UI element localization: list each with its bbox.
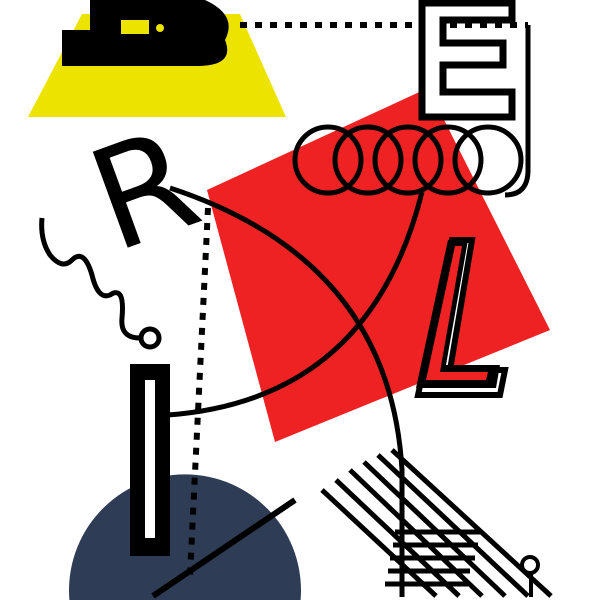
red-square [207,88,550,442]
arc-from-r [169,185,405,597]
small-circle [520,555,540,575]
dotted-line-vertical [187,207,211,576]
letter-e: E [418,0,516,121]
squiggle-end-circle [138,326,162,350]
letter-b: B [62,0,229,66]
squiggle [39,217,141,341]
navy-circle [69,474,301,600]
letter-i: I [130,364,170,556]
diagonal-slash [151,497,297,599]
frame-line [504,25,531,198]
coil [292,124,524,196]
letter-l: L [414,237,509,398]
parallel-diagonal-lines [320,448,553,598]
horizontal-dashes [385,529,482,587]
arc-from-i [167,191,425,418]
